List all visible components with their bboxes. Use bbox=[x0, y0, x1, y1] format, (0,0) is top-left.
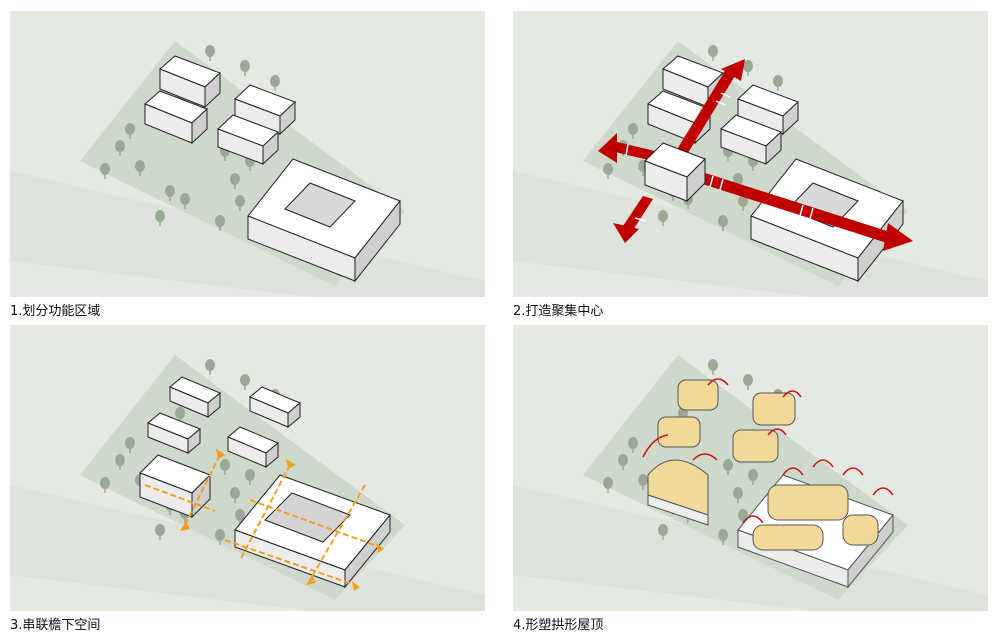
tree bbox=[125, 437, 135, 453]
building-d bbox=[217, 114, 279, 166]
arrow-north-head bbox=[721, 59, 745, 81]
building-a bbox=[159, 55, 221, 109]
tree bbox=[230, 173, 240, 189]
tree bbox=[100, 163, 110, 179]
arch-cluster-d bbox=[732, 428, 787, 463]
tree bbox=[215, 529, 225, 545]
caption-eaves: 3.串联檐下空间 bbox=[10, 618, 101, 633]
building-main bbox=[750, 158, 904, 283]
stepped-block-b bbox=[147, 412, 201, 455]
arch-cluster-a bbox=[677, 378, 729, 411]
tree bbox=[628, 123, 638, 139]
tree bbox=[125, 123, 135, 139]
tree bbox=[240, 60, 250, 76]
arrow-east-head bbox=[883, 223, 913, 251]
caption-zoning: 1.划分功能区域 bbox=[10, 304, 101, 319]
tree bbox=[743, 60, 753, 76]
tree bbox=[245, 469, 255, 485]
tree bbox=[708, 359, 718, 375]
eave-paths bbox=[144, 454, 381, 586]
stepped-block-a bbox=[169, 376, 221, 419]
eave-arrows bbox=[180, 449, 384, 591]
tree bbox=[115, 454, 125, 470]
tree bbox=[773, 75, 783, 91]
tree bbox=[155, 524, 165, 540]
tree bbox=[603, 163, 613, 179]
tree bbox=[718, 215, 728, 231]
tree bbox=[738, 195, 748, 211]
tree bbox=[115, 140, 125, 156]
building-c bbox=[737, 84, 799, 136]
arch-cluster-b bbox=[642, 416, 701, 458]
tree bbox=[733, 487, 743, 503]
axis-east bbox=[693, 171, 893, 243]
arrow-south-head bbox=[613, 223, 639, 243]
eaves-diagram bbox=[10, 355, 485, 611]
tree bbox=[230, 487, 240, 503]
arch-cluster-c bbox=[752, 390, 802, 426]
axis-south bbox=[621, 196, 653, 233]
building-main bbox=[247, 158, 401, 283]
tree bbox=[165, 185, 175, 201]
tree bbox=[658, 210, 668, 226]
center-cube bbox=[644, 142, 706, 203]
center-diagram bbox=[513, 41, 988, 297]
tree bbox=[270, 75, 280, 91]
tree bbox=[743, 374, 753, 390]
tree bbox=[748, 469, 758, 485]
tree bbox=[240, 374, 250, 390]
tree bbox=[603, 477, 613, 493]
tree bbox=[708, 45, 718, 61]
tree bbox=[723, 459, 733, 475]
panel-zoning bbox=[10, 11, 485, 297]
axis-stripes bbox=[625, 92, 814, 222]
stepped-block-c bbox=[249, 386, 301, 429]
arches-diagram bbox=[513, 355, 988, 611]
tree bbox=[205, 359, 215, 375]
caption-center: 2.打造聚集中心 bbox=[513, 304, 604, 319]
tree bbox=[155, 210, 165, 226]
tree bbox=[235, 195, 245, 211]
panel-eaves bbox=[10, 325, 485, 611]
tree bbox=[718, 529, 728, 545]
stepped-block-d bbox=[227, 426, 279, 469]
circulation-axes bbox=[598, 59, 913, 251]
building-d bbox=[720, 114, 782, 166]
tree bbox=[638, 474, 648, 490]
arrow-west-head bbox=[598, 133, 617, 163]
panel-arches bbox=[513, 325, 988, 611]
tree bbox=[215, 215, 225, 231]
axis-north bbox=[673, 66, 738, 161]
vault-block bbox=[647, 453, 718, 526]
building-c bbox=[234, 84, 296, 136]
tree bbox=[205, 45, 215, 61]
panel-center bbox=[513, 11, 988, 297]
zoning-diagram bbox=[10, 41, 485, 297]
arched-courtyard bbox=[737, 459, 894, 589]
tree bbox=[220, 459, 230, 475]
building-b bbox=[144, 90, 208, 145]
tree bbox=[628, 437, 638, 453]
tree bbox=[135, 160, 145, 176]
tree bbox=[100, 477, 110, 493]
tree bbox=[618, 454, 628, 470]
caption-arches: 4.形塑拱形屋顶 bbox=[513, 618, 604, 633]
tree bbox=[658, 524, 668, 540]
tree bbox=[180, 193, 190, 209]
